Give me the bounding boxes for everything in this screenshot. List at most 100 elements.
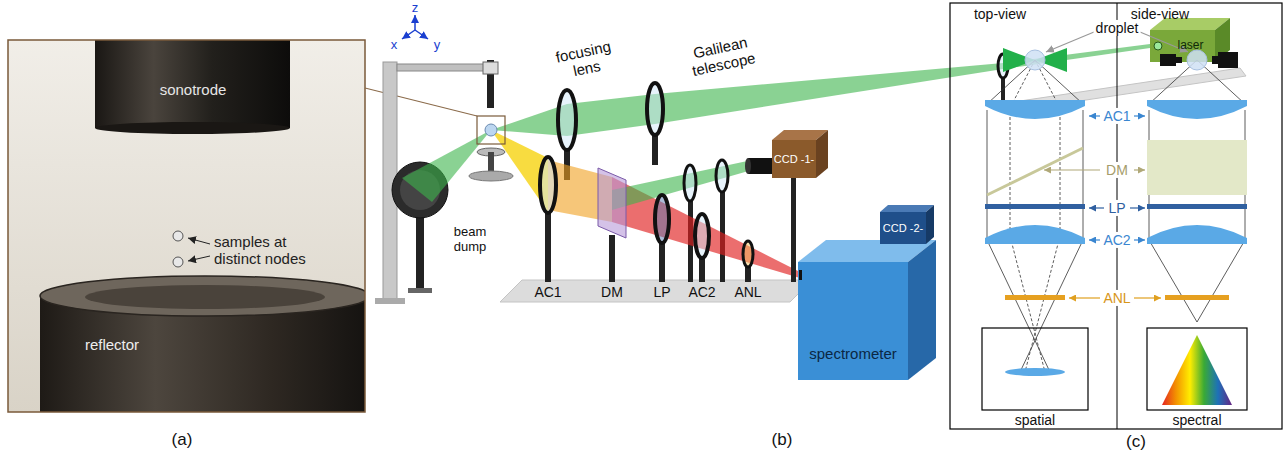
lens (716, 160, 728, 192)
droplet-symbol (1025, 50, 1207, 70)
lens-post (652, 135, 658, 165)
leader-arrow (1134, 239, 1145, 240)
levitated-droplet (485, 124, 497, 136)
schematic-frame (950, 3, 1282, 429)
ccd-camera (791, 178, 796, 282)
part-label: sonotrode (160, 81, 227, 98)
laser-beam (491, 104, 567, 136)
beam-dump (408, 288, 432, 293)
leader-arrow (188, 238, 210, 244)
leader-arrow (1089, 239, 1100, 240)
optics-symbol (987, 148, 1083, 195)
optics-symbol (1005, 295, 1065, 300)
leader-arrow (188, 256, 210, 261)
component-label: Galilean telescope (679, 31, 764, 81)
light-ray (987, 110, 988, 240)
light-ray (1197, 240, 1245, 322)
axis-arrows (402, 15, 428, 39)
dichroic-mirror (598, 168, 626, 238)
levitated-droplet (477, 116, 505, 144)
detector-symbol (982, 328, 1247, 410)
optics-symbol (1147, 100, 1247, 119)
light-ray (1020, 240, 1083, 372)
optical-rail (500, 280, 812, 302)
excitation-beam (1003, 48, 1067, 72)
panel-label: (c) (1126, 432, 1146, 452)
levitated-sample (173, 231, 183, 241)
component-label: AC2 (688, 284, 715, 300)
levitator-stand (483, 62, 498, 74)
axis-label: z (412, 1, 419, 16)
detector-symbol (1147, 328, 1247, 410)
levitated-droplet (477, 116, 505, 144)
lens (540, 54, 1008, 267)
lens (743, 241, 753, 267)
levitator-transducer (1212, 56, 1218, 64)
levitator-stand (469, 171, 513, 181)
levitator-photo (40, 276, 365, 316)
lens (695, 214, 709, 258)
camera-box: CCD -1- (772, 140, 816, 178)
levitator-stand (375, 60, 513, 304)
scattered-light (491, 130, 800, 278)
annotation: samples at distinct nodes (214, 233, 329, 268)
leader-arrow (1134, 297, 1161, 298)
ccd-camera (748, 158, 772, 174)
laser-housing (1154, 42, 1162, 50)
leader-arrow (1044, 169, 1100, 170)
levitated-sample (173, 231, 183, 267)
levitator-transducer (1176, 57, 1182, 63)
component-label: LP (1106, 200, 1127, 216)
levitator-photo (40, 40, 365, 412)
axis-arrows (402, 30, 415, 39)
light-ray (1010, 112, 1011, 236)
light-ray (1010, 236, 1045, 372)
lens-post (745, 267, 751, 282)
droplet-symbol (1025, 50, 1045, 70)
optics-symbol (985, 100, 1247, 300)
optics-symbol (985, 100, 1085, 119)
lens (558, 90, 576, 150)
leader-arrow (1069, 297, 1100, 298)
ccd-camera (816, 130, 828, 178)
spectrometer-housing (799, 270, 802, 280)
light-ray (987, 240, 1050, 372)
axis-arrows (415, 30, 428, 39)
component-label: AC1 (1101, 108, 1132, 124)
axis-label: y (434, 38, 441, 53)
levitator-stand (375, 298, 405, 304)
box-text: CCD -1- (774, 153, 814, 166)
spectrometer-housing (926, 205, 934, 244)
component-label: AC2 (1101, 232, 1132, 248)
zoom-line (365, 88, 477, 116)
leader-arrow (1046, 32, 1094, 52)
leader-arrow (1089, 207, 1104, 208)
box-text: spectrometer (809, 345, 897, 362)
component-label: focusing lens (547, 36, 623, 84)
component-label: LP (653, 284, 670, 300)
spectrometer-box: spectrometer (798, 262, 908, 380)
box-text: laser (1177, 39, 1203, 53)
component-label: ANL (734, 284, 761, 300)
spectrometer-housing (908, 240, 936, 380)
lens-post (545, 213, 551, 282)
levitator-photo (95, 40, 290, 128)
leader-arrow (1130, 207, 1145, 208)
levitator-photo (8, 40, 365, 412)
optics-symbol (1147, 225, 1247, 244)
light-ray (1025, 236, 1060, 372)
lens-post (699, 258, 705, 282)
lens (655, 195, 669, 243)
lens (540, 157, 556, 213)
spectrometer-housing (798, 262, 908, 380)
optics-symbol (1165, 295, 1229, 300)
optics-symbol (985, 225, 1085, 244)
detector-symbol (1162, 335, 1232, 405)
ccd-camera (772, 140, 816, 178)
axis-arrows (414, 15, 416, 30)
component-label: DM (601, 284, 623, 300)
box-text: CCD -2- (883, 222, 923, 235)
leader-arrow (188, 238, 210, 261)
component-label: ANL (1101, 290, 1132, 306)
